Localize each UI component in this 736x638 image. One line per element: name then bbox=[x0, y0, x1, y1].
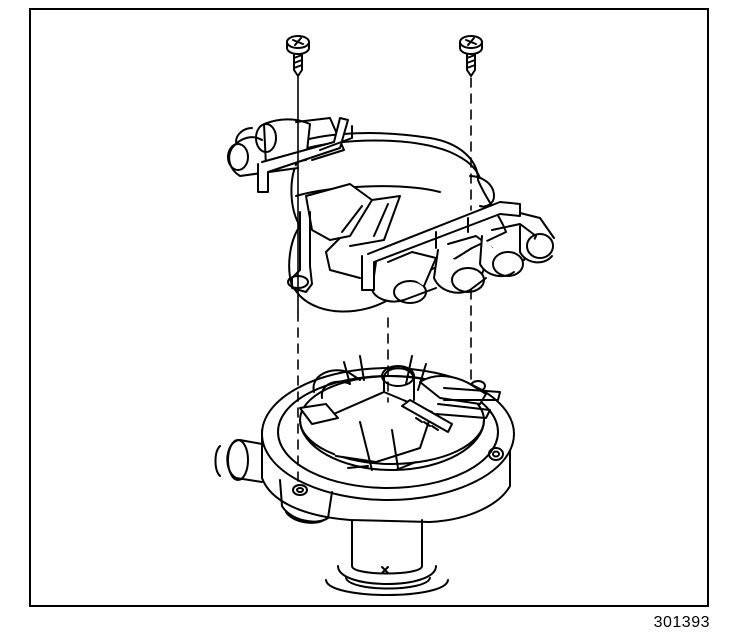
left-screw bbox=[286, 35, 310, 77]
distributor-housing bbox=[214, 355, 515, 596]
figure-reference-number: 301393 bbox=[653, 614, 710, 631]
rotor bbox=[319, 365, 453, 471]
distributor-cap bbox=[227, 117, 555, 313]
retaining-clips bbox=[299, 355, 501, 425]
right-screw bbox=[459, 35, 483, 77]
alignment-lines bbox=[297, 75, 472, 489]
